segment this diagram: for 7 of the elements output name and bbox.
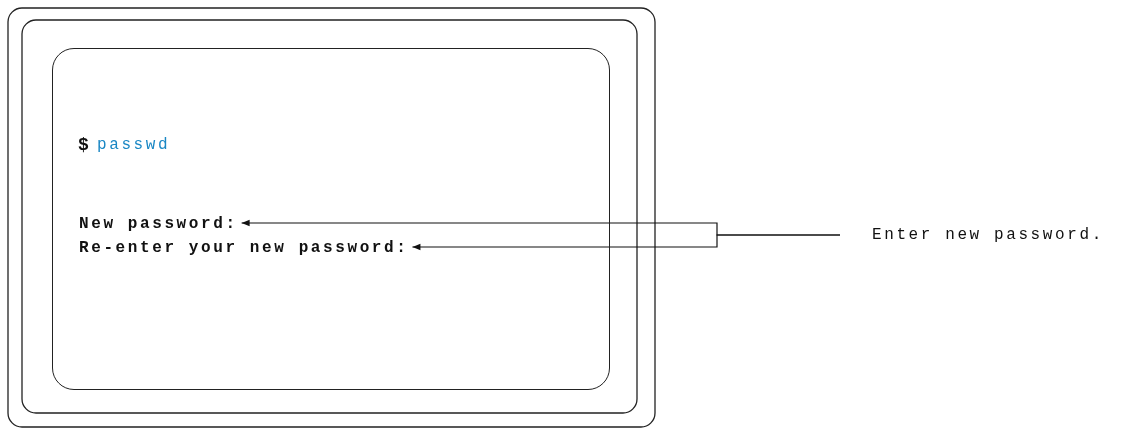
- prompt-text: Re-enter your new password:: [79, 238, 409, 258]
- screen-panel: [52, 48, 610, 390]
- prompt-text: New password:: [79, 214, 238, 234]
- arrow: [411, 234, 841, 251]
- command-text: passwd: [97, 135, 171, 155]
- annotation-text: Enter new password.: [872, 225, 1104, 245]
- prompt-symbol: $: [78, 135, 92, 155]
